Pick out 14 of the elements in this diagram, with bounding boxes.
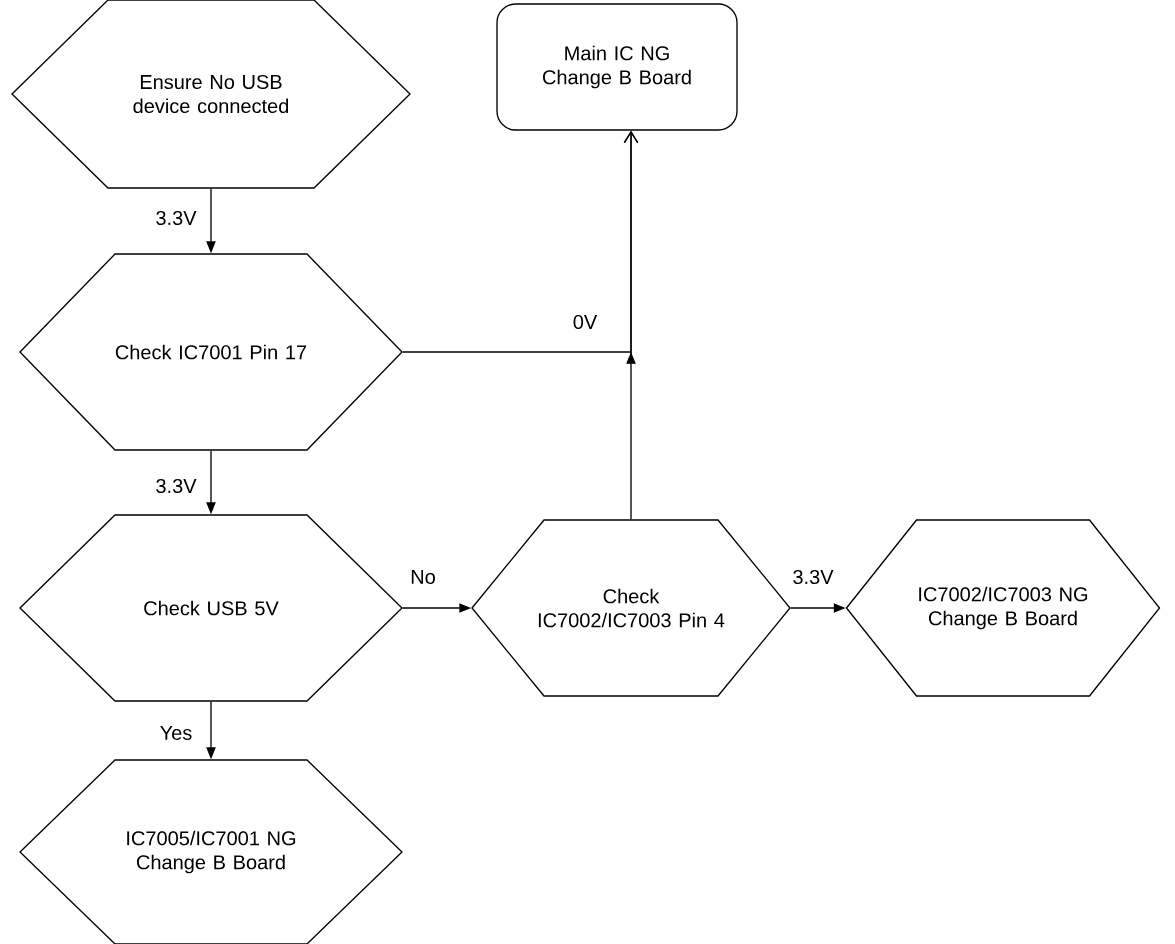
edge-label: 0V: [571, 313, 599, 331]
hexagon-box: IC7005/IC7001 NG Change B Board: [19, 759, 403, 944]
edge-label: Yes: [158, 724, 194, 742]
rounded-box: Main IC NG Change B Board: [496, 3, 738, 131]
hexagon-box: Ensure No USB device connected: [11, 0, 411, 189]
arrow: [623, 130, 639, 520]
hexagon-box: Check USB 5V: [19, 514, 403, 702]
hexagon-box: IC7002/IC7003 NG Change B Board: [845, 519, 1161, 697]
edge-label: 3.3V: [791, 568, 835, 586]
hexagon-box: Check IC7001 Pin 17: [19, 253, 403, 451]
hexagon-box: Check IC7002/IC7003 Pin 4: [471, 519, 791, 697]
edge-label: No: [408, 568, 438, 586]
edge-label: 3.3V: [154, 209, 198, 227]
edge-label: 3.3V: [154, 477, 198, 495]
